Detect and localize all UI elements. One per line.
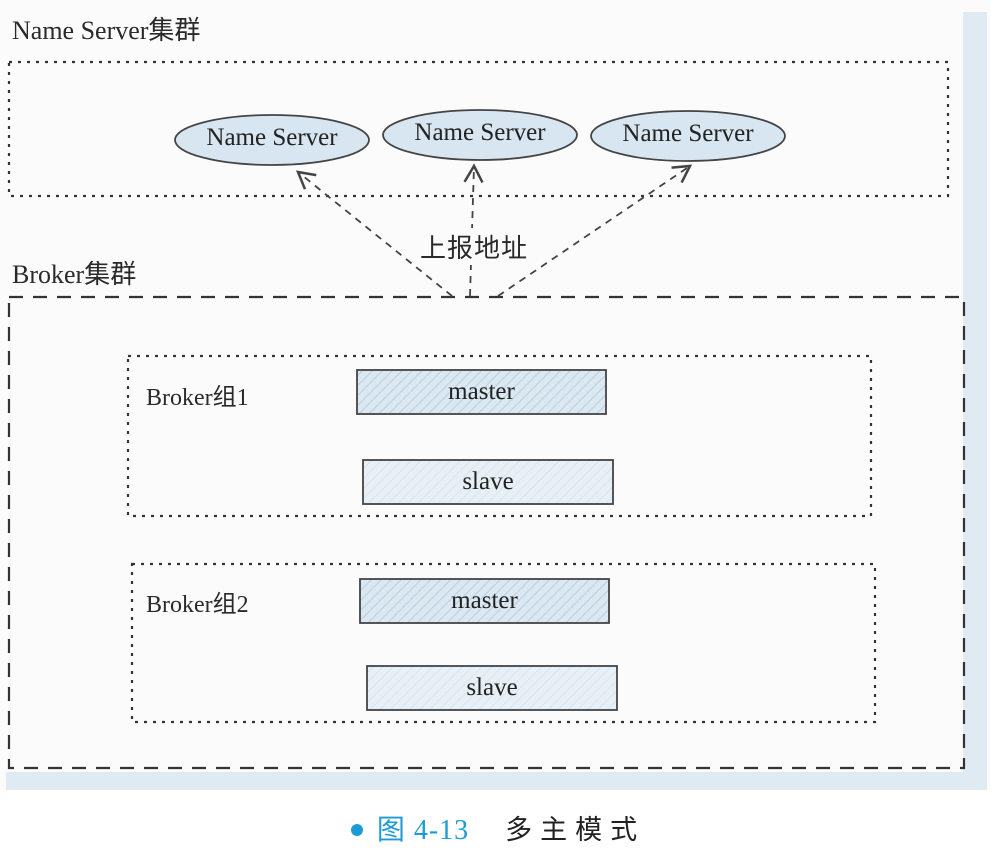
broker-group-2-title: Broker组2 <box>146 592 249 618</box>
name-server-cluster-box <box>7 60 950 198</box>
broker-group-1-master-label: master <box>448 378 515 405</box>
broker-group-2-master-box <box>359 578 610 624</box>
name-server-node-3-label: Name Server <box>622 120 754 147</box>
broker-group-1-slave-box <box>362 459 614 505</box>
broker-group-1-slave-label: slave <box>462 468 514 495</box>
caption-bullet-icon <box>350 823 363 836</box>
broker-group-1-title: Broker组1 <box>146 385 249 411</box>
broker-group-2-slave-label: slave <box>466 674 518 701</box>
panel-edge-bottom <box>6 772 987 790</box>
figure-caption: 图 4-13 多主模式 <box>0 808 996 848</box>
name-server-node-2 <box>382 109 578 161</box>
name-server-node-3 <box>590 110 786 162</box>
broker-group-1-box <box>126 354 873 518</box>
name-server-node-1 <box>174 114 370 166</box>
name-server-cluster-title: Name Server集群 <box>12 16 201 45</box>
broker-group-1-master-box <box>356 369 607 415</box>
caption-number: 图 4-13 <box>376 815 470 846</box>
broker-cluster-title: Broker集群 <box>12 260 137 289</box>
panel-edge-right <box>963 12 987 790</box>
report-arrow-1 <box>295 170 453 297</box>
name-server-node-2-label: Name Server <box>414 119 546 146</box>
broker-group-2-master-label: master <box>451 587 518 614</box>
caption-title: 多主模式 <box>505 815 646 846</box>
broker-group-2-slave-box <box>366 665 618 711</box>
broker-group-2-box <box>130 562 877 724</box>
report-address-label: 上报地址 <box>416 228 533 265</box>
name-server-node-1-label: Name Server <box>206 124 338 151</box>
broker-cluster-box <box>7 295 966 770</box>
